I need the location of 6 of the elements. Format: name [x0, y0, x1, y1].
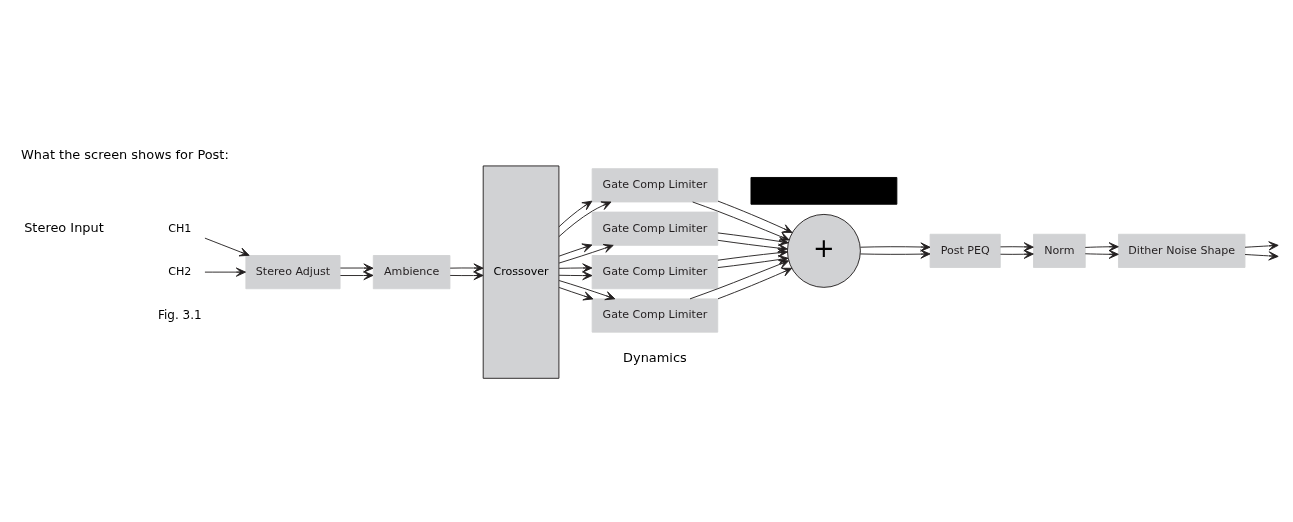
- label: Dynamics: [623, 349, 687, 365]
- diagram-title: What the screen shows for Post:: [21, 146, 229, 162]
- label: Stereo Input: [24, 219, 104, 235]
- caption: Fig. 3.1: [158, 307, 202, 322]
- node-text: CH2: [168, 264, 192, 278]
- node-text: CH1: [168, 221, 192, 235]
